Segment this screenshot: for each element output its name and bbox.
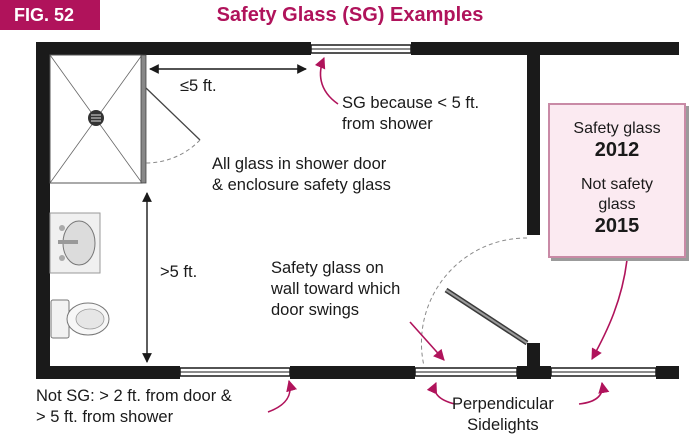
swing-wall-label: Safety glass on wall toward which door s… — [271, 258, 400, 321]
bottom-wall-segment-2 — [290, 366, 415, 379]
callout-year1: 2012 — [594, 139, 640, 161]
sidelights-label: Perpendicular Sidelights — [452, 394, 554, 436]
figure-badge: FIG. 52 — [0, 0, 100, 30]
sidelight-left — [414, 367, 518, 377]
sidelight-right — [550, 367, 657, 377]
shower-door-label-line1: All glass in shower door — [212, 155, 387, 173]
bottom-wall-segment-4 — [656, 366, 679, 379]
sidelights-label-line1: Perpendicular — [452, 395, 554, 413]
leader-top-window — [314, 56, 339, 105]
shower-distance-label: ≤5 ft. — [180, 77, 217, 95]
window-bottom-left — [179, 367, 291, 377]
sg-window-label-line2: from shower — [342, 115, 433, 133]
leader-swing-wall — [409, 321, 445, 361]
shower-glass-panel — [140, 54, 147, 184]
not-sg-label-line2: > 5 ft. from shower — [36, 408, 174, 426]
left-wall — [36, 42, 50, 378]
drain-icon — [88, 110, 104, 126]
swing-wall-label-line3: door swings — [271, 301, 360, 319]
door-swing-arc — [420, 237, 528, 367]
callout-line1: Safety glass — [573, 120, 661, 137]
swing-wall-label-line1: Safety glass on — [271, 259, 384, 277]
shower-door-label-line2: & enclosure safety glass — [212, 176, 391, 194]
window-top — [310, 44, 412, 54]
sidelights-label-line2: Sidelights — [467, 416, 539, 434]
far-distance-label: >5 ft. — [160, 263, 198, 281]
top-wall-left — [36, 42, 311, 55]
bottom-wall-segment-1 — [36, 366, 180, 379]
shower-door-label: All glass in shower door & enclosure saf… — [212, 154, 391, 196]
leader-not-sg-window — [267, 379, 298, 413]
callout-line2: Not safety — [580, 176, 654, 193]
not-sg-label: Not SG: > 2 ft. from door & > 5 ft. from… — [36, 386, 232, 428]
partition-wall-upper — [527, 42, 540, 235]
leader-sidelight-right — [578, 381, 610, 405]
swing-wall-label-line2: wall toward which — [271, 280, 401, 298]
shower-door-swing — [145, 139, 201, 164]
leader-sidelight-left — [426, 381, 456, 405]
walls — [36, 42, 679, 379]
partition-wall-lower — [527, 343, 540, 379]
sg-window-label-line1: SG because < 5 ft. — [342, 94, 480, 112]
callout-year2: 2015 — [594, 215, 640, 237]
entry-door — [420, 237, 529, 367]
figure-title: Safety Glass (SG) Examples — [216, 4, 484, 26]
shower-stall — [49, 54, 201, 184]
sg-window-label: SG because < 5 ft. from shower — [342, 93, 479, 135]
callout-line3: glass — [598, 196, 636, 213]
code-year-callout: Safety glass 2012 Not safety glass 2015 — [548, 103, 686, 258]
shower-door — [145, 87, 201, 141]
not-sg-label-line1: Not SG: > 2 ft. from door & — [36, 387, 232, 405]
leader-callout — [591, 259, 628, 360]
sink-icon — [49, 212, 101, 274]
top-wall-right — [411, 42, 679, 55]
toilet-icon — [50, 299, 110, 339]
